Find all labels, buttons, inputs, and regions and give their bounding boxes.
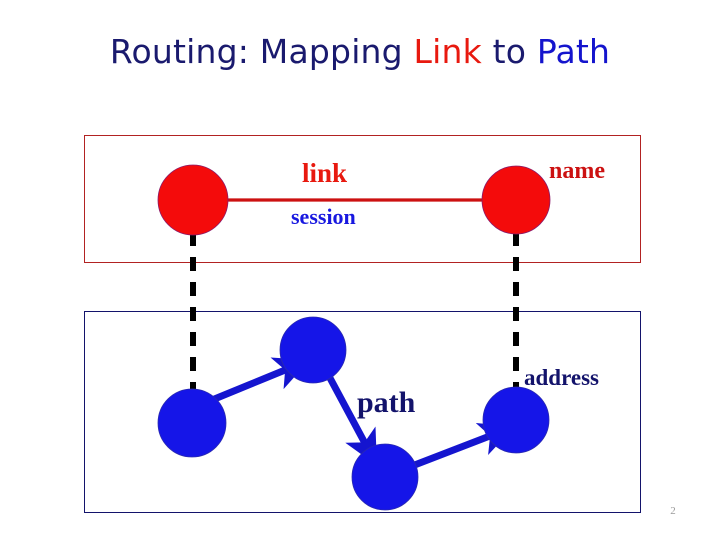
label-path: path <box>357 386 416 419</box>
page-number: 2 <box>670 505 676 517</box>
upper-layer-box <box>84 135 641 263</box>
title-part-path: Path <box>536 32 611 71</box>
label-session: session <box>291 204 356 229</box>
title-part-to: to <box>481 32 537 71</box>
label-link: link <box>302 158 348 188</box>
title-part-routing-mapping: Routing: Mapping <box>109 32 414 71</box>
label-name: name <box>549 158 605 184</box>
page-title: Routing: Mapping Link to Path <box>0 32 720 71</box>
title-part-link: Link <box>413 32 482 71</box>
lower-layer-box <box>84 311 641 513</box>
label-address: address <box>524 365 599 390</box>
